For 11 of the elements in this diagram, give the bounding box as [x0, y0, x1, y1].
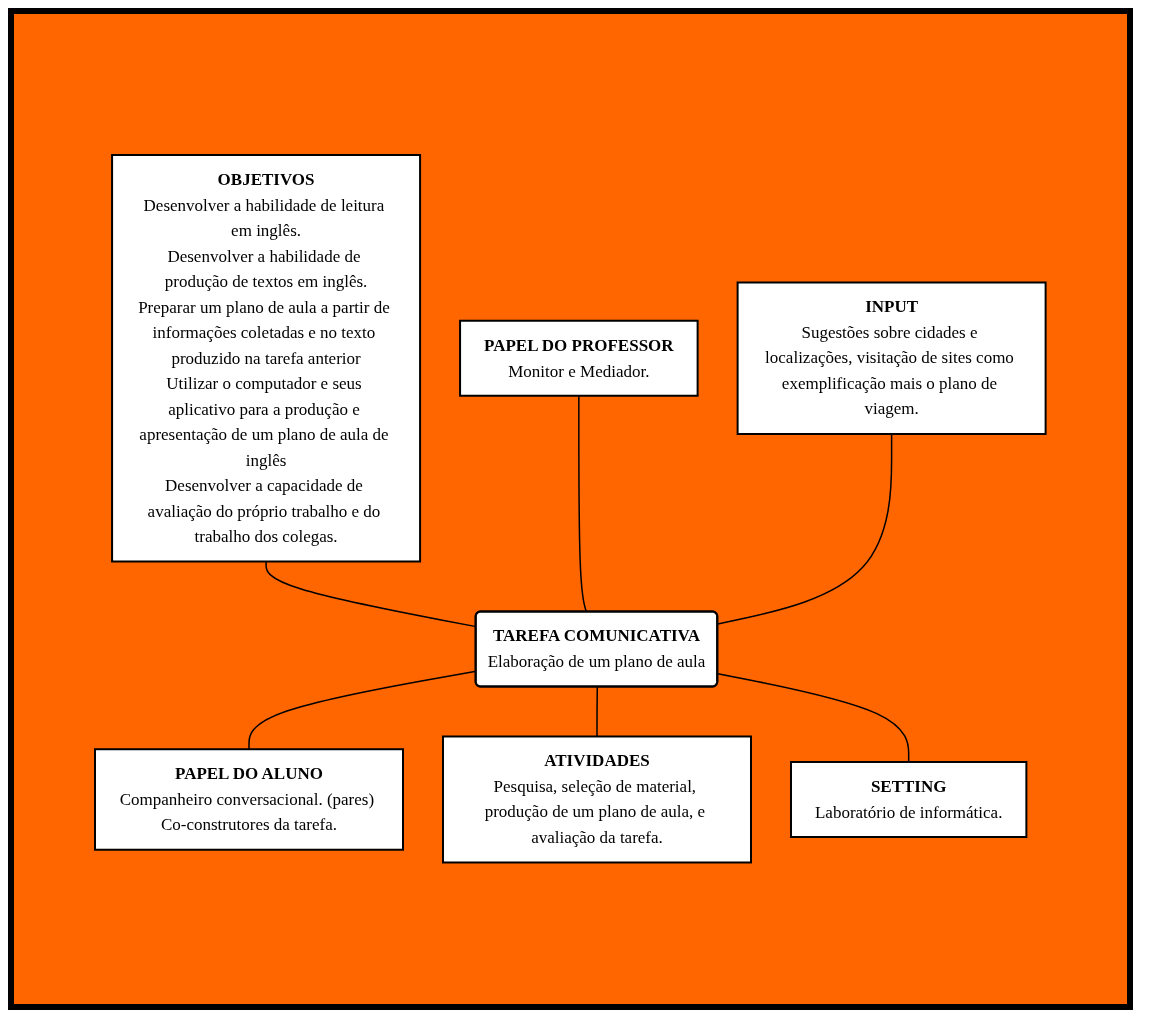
connector	[596, 686, 599, 738]
connector	[578, 395, 588, 613]
node-box	[111, 154, 422, 563]
node-box	[94, 748, 405, 851]
diagram-background: OBJETIVOS Desenvolver a habilidade de leitura em inglês. Desenvolver a habilidade de produção de textos em inglês. Preparar um plano de aula a partir de informações coletadas e no texto produzido na tarefa anterior Utilizar o computador e seus aplicativo para a produção e apresentação de um plano de aula de inglês Desenvolver a capacidade de avaliação do próprio trabalho e do trabalho dos colegas. PAPEL DO PROFESSOR Monitor e Mediador. INPUT Sugestões sobre cidades e localizações, visitação de sites como exemplificação mais o plano de viagem. TAREFA COMUNICATIVA Elaboração de um plano de aula PAPEL DO ALUNO Companheiro conversacional. (pares) Co-construtores da tarefa. ATIVIDADES Pesquisa, seleção de material, produção de um plano de aula, e avaliação da tarefa. SETTING Laboratório de informática.	[8, 8, 1133, 1010]
connector	[717, 673, 910, 763]
connector	[717, 433, 893, 625]
node-box	[736, 281, 1047, 436]
node-box	[790, 761, 1028, 839]
node-box	[442, 735, 753, 864]
node-box	[459, 320, 699, 397]
